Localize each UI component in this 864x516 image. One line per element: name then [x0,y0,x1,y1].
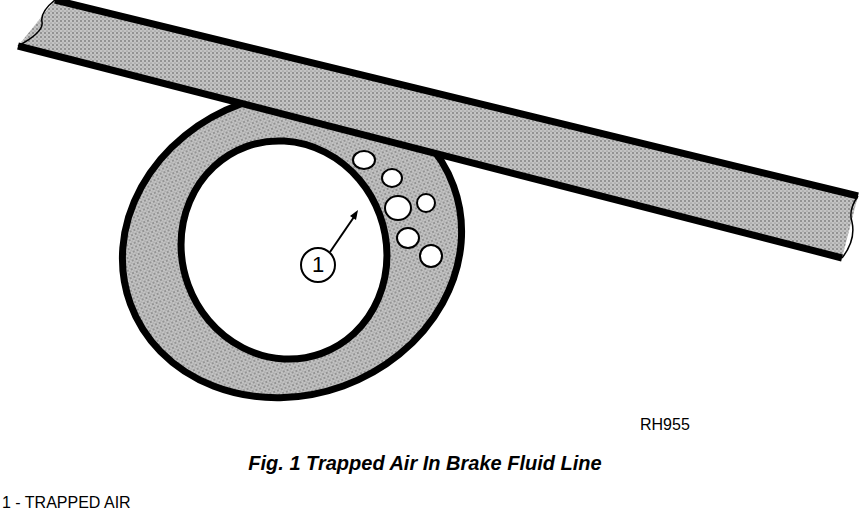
callout-number: 1 [312,254,324,276]
figure-code: RH955 [640,416,690,434]
air-bubbles [353,151,442,267]
callout-circle: 1 [300,247,336,283]
brake-line-straight [18,0,858,258]
leader-line [330,214,356,252]
callout-key: 1 - TRAPPED AIR [2,494,131,512]
leader-arrowhead [350,210,358,220]
figure-caption: Fig. 1 Trapped Air In Brake Fluid Line [0,452,864,475]
